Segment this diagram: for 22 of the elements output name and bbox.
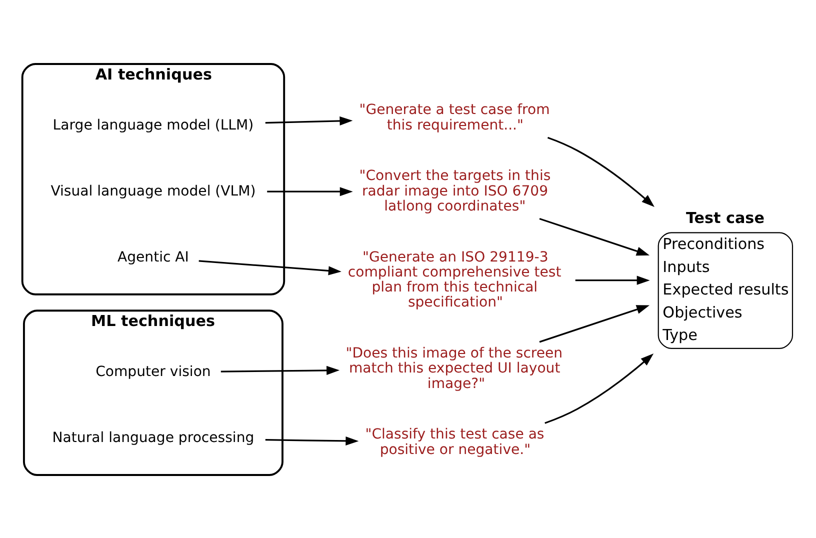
arrow <box>198 260 341 275</box>
node-text: Computer vision <box>95 363 210 380</box>
node-text: Natural language processing <box>52 429 254 446</box>
node-text: "Generate a test case from this requirement..." <box>358 102 550 133</box>
arrow <box>574 275 650 284</box>
node-text: "Generate an ISO 29119-3 compliant comprehensive test plan from this technical specification" <box>347 248 561 310</box>
arrow <box>264 116 352 126</box>
node-text: Visual language model (VLM) <box>50 182 256 199</box>
node-text: Agentic AI <box>117 248 188 265</box>
arrow <box>538 217 650 256</box>
arrow <box>538 304 650 342</box>
node-text: Large language model (LLM) <box>52 116 254 133</box>
node-text: "Classify this test case as positive or negative." <box>364 426 544 458</box>
node-box: Preconditions Inputs Expected results Objectives Type <box>657 232 793 348</box>
arrow <box>266 186 352 196</box>
arrow <box>264 436 358 446</box>
node-text: "Does this image of the screen match this expected UI layout image?" <box>345 345 562 392</box>
node-label: Test case <box>685 208 764 227</box>
arrow <box>544 353 654 424</box>
arrow <box>220 365 340 374</box>
node-text: "Convert the targets in this radar image into ISO 6709 latlong coordinates" <box>358 168 550 214</box>
arrow <box>546 136 654 206</box>
